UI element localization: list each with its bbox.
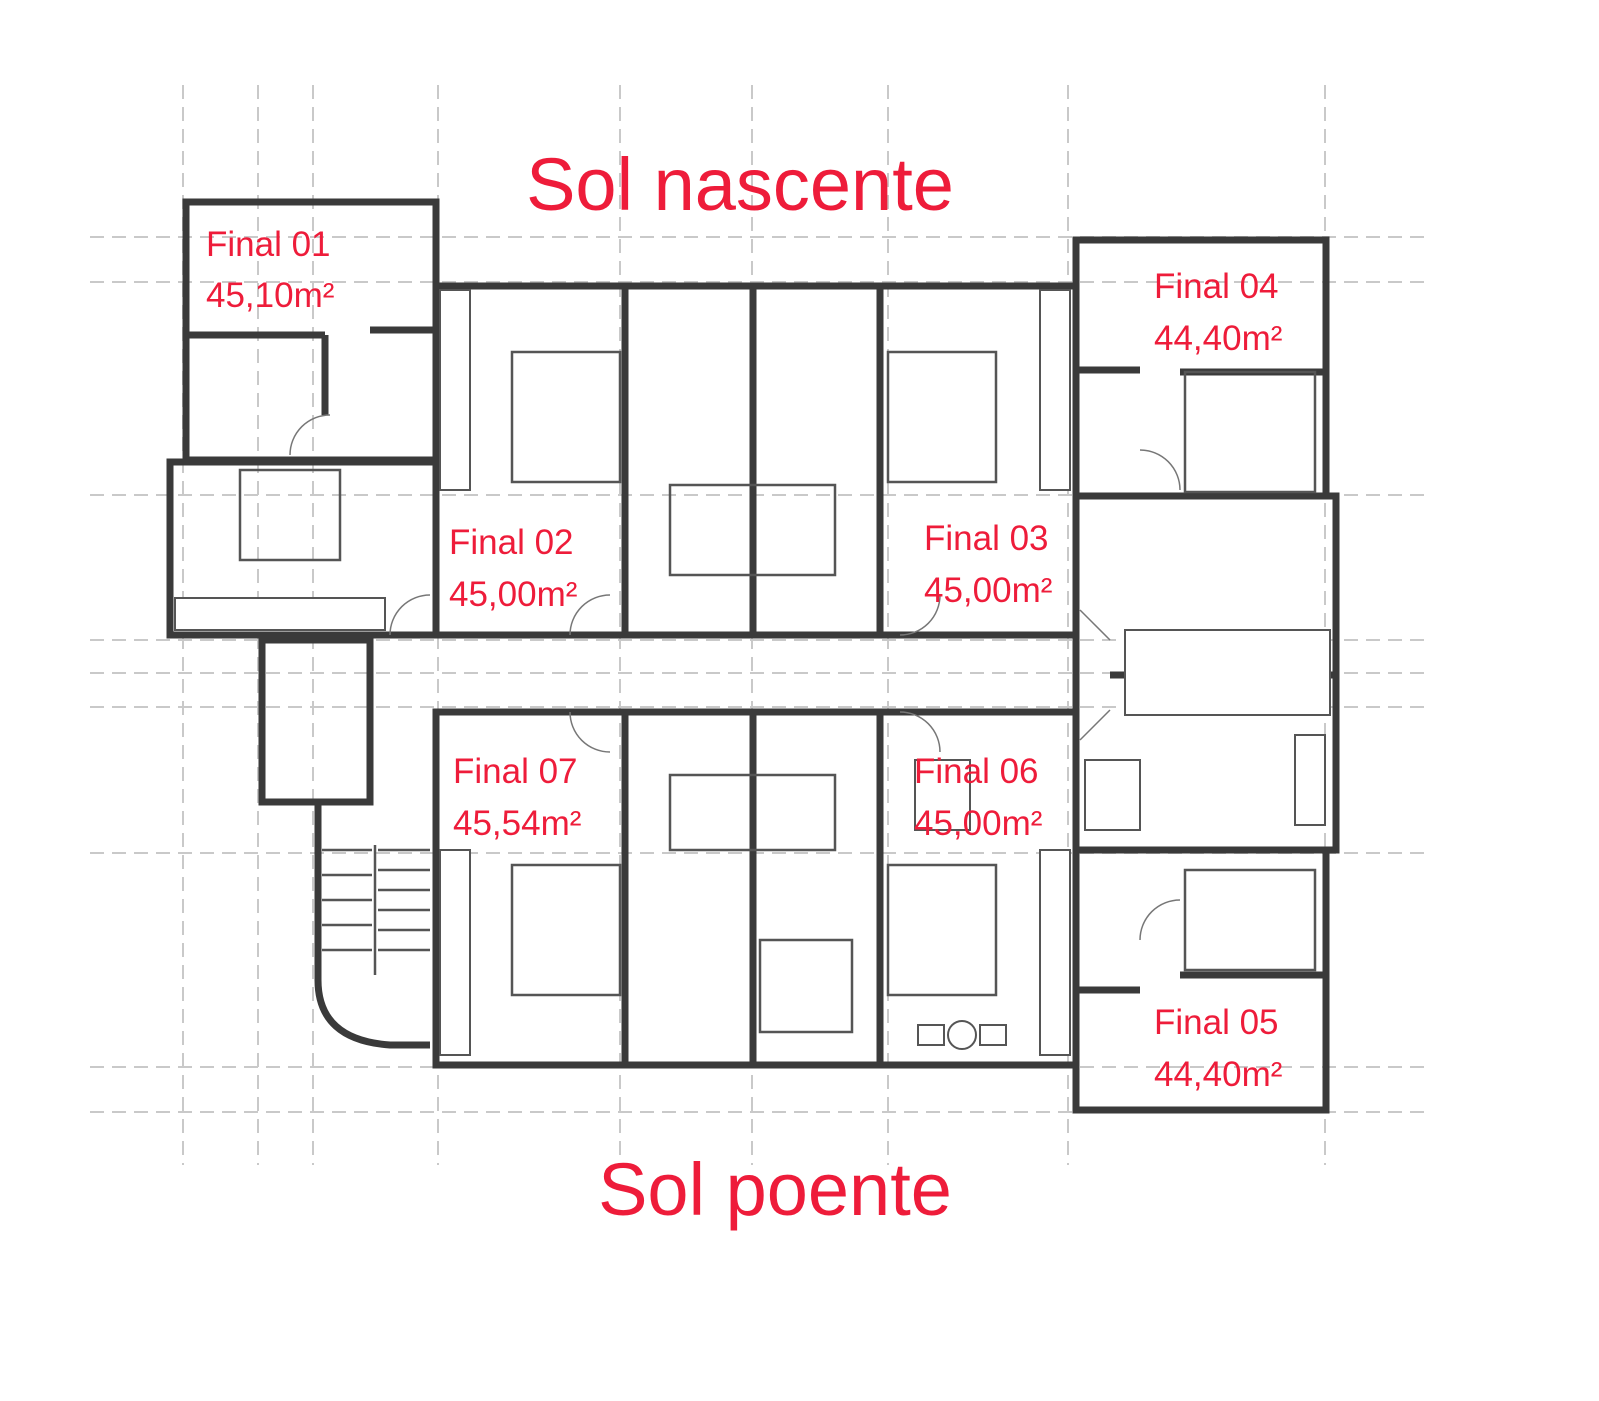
unit-label-02: Final 02 45,00m² [449,523,577,614]
unit-name: Final 05 [1154,1003,1279,1042]
unit-label-01: Final 01 45,10m² [206,225,334,315]
unit-area: 45,54m² [453,804,581,843]
unit-label-04: Final 04 44,40m² [1154,267,1282,358]
orientation-bottom-label: Sol poente [598,1148,952,1231]
unit-label-07: Final 07 45,54m² [453,752,581,843]
unit-label-06: Final 06 45,00m² [914,752,1042,843]
unit-name: Final 02 [449,523,574,562]
unit-area: 44,40m² [1154,319,1282,358]
unit-label-05: Final 05 44,40m² [1154,1003,1282,1094]
unit-label-03: Final 03 45,00m² [924,519,1052,610]
orientation-top-label: Sol nascente [526,143,954,226]
interior-details [174,289,1331,1056]
unit-name: Final 01 [206,225,331,264]
walls [166,198,1340,1114]
unit-name: Final 06 [914,752,1039,791]
unit-name: Final 07 [453,752,578,791]
unit-area: 45,10m² [206,276,334,315]
unit-name: Final 04 [1154,267,1279,306]
unit-area: 44,40m² [1154,1055,1282,1094]
unit-area: 45,00m² [449,575,577,614]
unit-area: 45,00m² [914,804,1042,843]
unit-name: Final 03 [924,519,1049,558]
unit-area: 45,00m² [924,571,1052,610]
